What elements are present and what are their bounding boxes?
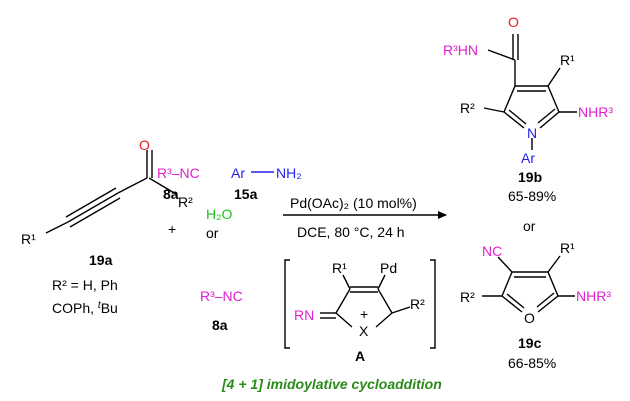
- yield-19b: 65-89%: [508, 188, 556, 204]
- compound-label-19b: 19b: [518, 169, 542, 185]
- intermediate-rn: RN: [294, 307, 314, 323]
- product-c-nitrile: NC: [482, 243, 502, 259]
- intermediate-label: A: [355, 348, 365, 364]
- intermediate-pd: Pd: [380, 260, 397, 276]
- product-19b: O R³HN R¹ R² NHR³ N Ar 19b 65-89%: [443, 14, 613, 204]
- intermediate-r2: R²: [410, 296, 425, 312]
- bracket-right: [430, 259, 436, 349]
- compound-label-19a: 19a: [89, 252, 113, 268]
- amine-ar: Ar: [231, 165, 245, 181]
- substituent-line-2: COPh, tBu: [52, 300, 118, 316]
- compound-label-8a-top: 8a: [163, 186, 179, 202]
- product-c-r2: R²: [460, 289, 475, 305]
- caption: [4 + 1] imidoylative cycloaddition: [221, 376, 442, 392]
- isocyanide-bottom: R³–NC: [200, 288, 243, 304]
- reactant-19a: O R¹ R² 19a R² = H, Ph COPh, tBu: [21, 137, 193, 316]
- intermediate-x: X: [359, 323, 369, 339]
- conditions-label: DCE, 80 °C, 24 h: [297, 224, 405, 240]
- or-label-products: or: [523, 218, 536, 234]
- substituent-line-1: R² = H, Ph: [52, 277, 118, 293]
- product-19c: NC R¹ R² NHR³ O 19c 66-85%: [460, 240, 611, 371]
- catalyst-label: Pd(OAc)₂ (10 mol%): [290, 195, 417, 211]
- yield-19c: 66-85%: [508, 355, 556, 371]
- plus-sign: +: [168, 221, 176, 237]
- reagents-bottom: R³–NC 8a: [200, 288, 243, 333]
- r2-label: R²: [178, 194, 193, 210]
- product-b-r2: R²: [460, 100, 475, 116]
- water: H₂O: [206, 206, 233, 222]
- reaction-arrow-group: Pd(OAc)₂ (10 mol%) DCE, 80 °C, 24 h: [283, 195, 447, 240]
- carbonyl-oxygen: O: [139, 137, 150, 153]
- isocyanide-top: R³–NC: [157, 165, 200, 181]
- product-b-r1: R¹: [560, 52, 575, 68]
- product-b-amide: R³HN: [443, 42, 478, 58]
- product-b-ar: Ar: [521, 150, 535, 166]
- product-b-nitrogen: N: [527, 125, 537, 141]
- product-b-nhr3: NHR³: [578, 104, 613, 120]
- product-c-r1: R¹: [560, 240, 575, 256]
- or-label-reagents: or: [206, 225, 219, 241]
- reagents-top: R³–NC 8a Ar NH₂ 15a H₂O or: [157, 165, 302, 241]
- compound-label-15a: 15a: [234, 186, 258, 202]
- product-b-oxygen: O: [508, 14, 519, 30]
- amine-nh2: NH₂: [276, 165, 302, 181]
- arrowhead: [438, 211, 447, 219]
- bracket-left: [284, 259, 290, 349]
- product-c-oxygen: O: [524, 310, 535, 326]
- intermediate-A: R¹ Pd RN X + R² A: [284, 259, 436, 364]
- r1-label: R¹: [21, 231, 36, 247]
- intermediate-r1: R¹: [332, 260, 347, 276]
- product-c-nhr3: NHR³: [576, 288, 611, 304]
- intermediate-charge: +: [360, 306, 368, 322]
- compound-label-8a-bottom: 8a: [212, 317, 228, 333]
- compound-label-19c: 19c: [518, 335, 542, 351]
